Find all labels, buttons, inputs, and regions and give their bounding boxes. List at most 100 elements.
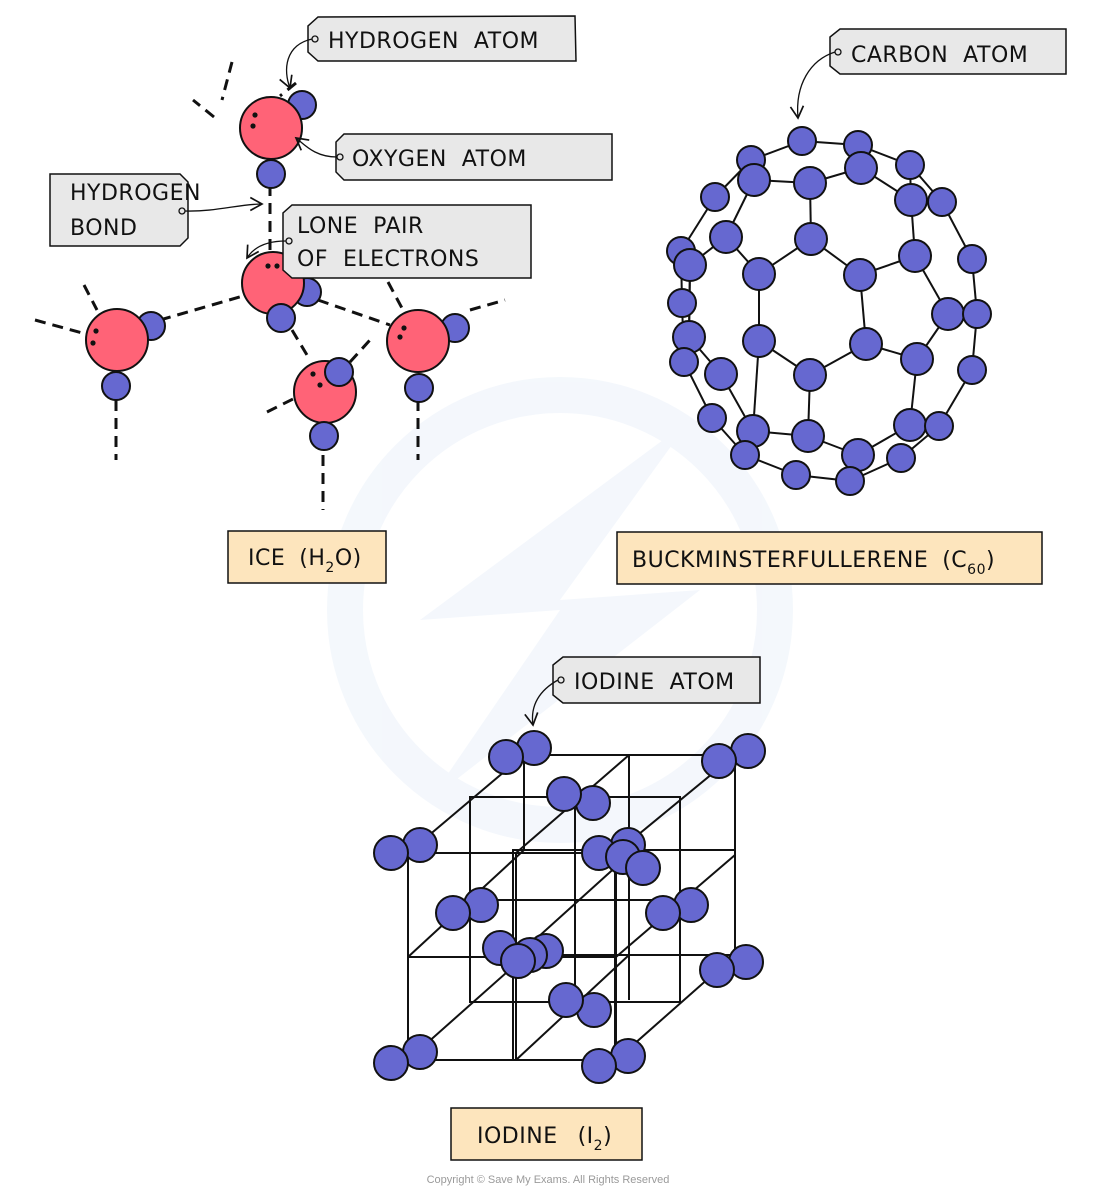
carbon-atom	[794, 222, 828, 256]
iodine-atom	[500, 943, 536, 979]
hydrogen-atom	[324, 357, 354, 387]
carbon-atom	[957, 244, 987, 274]
carbon-atom	[793, 358, 827, 392]
lone-pair-electron	[274, 263, 280, 269]
carbon-atom	[742, 324, 776, 358]
carbon-atom	[931, 297, 965, 331]
carbon-atom	[709, 220, 743, 254]
caption-iodine: IODINE(I2)	[450, 1107, 643, 1161]
carbon-atom	[667, 288, 697, 318]
label-carbon-atom: CARBON ATOM	[789, 28, 1067, 120]
carbon-atom	[793, 166, 827, 200]
iodine-atom	[581, 1048, 617, 1084]
label-hydrogen-bond: HYDROGEN BOND	[49, 173, 264, 247]
carbon-atom	[737, 163, 771, 197]
ice-structure	[34, 61, 506, 510]
iodine-atom	[548, 982, 584, 1018]
carbon-atom	[895, 150, 925, 180]
carbon-atom	[697, 403, 727, 433]
hydrogen-atom	[309, 421, 339, 451]
iodine-molecule	[581, 1038, 646, 1084]
water-molecule	[241, 251, 322, 333]
label-iodine-atom: IODINE ATOM	[524, 656, 761, 727]
label-lone-pair-line2: OF ELECTRONS	[297, 247, 479, 272]
lone-pair-electron	[250, 123, 256, 129]
label-hydrogen-bond-line1: HYDROGEN	[70, 181, 201, 206]
caption-iodine-text: IODINE(I2)	[477, 1124, 612, 1154]
iodine-molecule	[373, 827, 438, 871]
label-hydrogen-atom: HYDROGEN ATOM	[279, 15, 577, 90]
carbon-atom	[924, 411, 954, 441]
iodine-molecule	[645, 887, 709, 931]
carbon-atom	[669, 347, 699, 377]
lone-pair-electron	[265, 263, 271, 269]
hydrogen-atom	[266, 303, 296, 333]
lone-pair-electron	[397, 334, 403, 340]
caption-ice: ICE(H2O)	[227, 530, 387, 584]
carbon-atom	[730, 440, 760, 470]
iodine-atom	[701, 743, 737, 779]
oxygen-atom	[85, 308, 149, 372]
carbon-atom	[957, 355, 987, 385]
iodine-atom	[435, 895, 471, 931]
water-molecule	[386, 309, 470, 403]
carbon-atom	[742, 257, 776, 291]
iodine-atom	[488, 739, 524, 775]
carbon-atom	[835, 466, 865, 496]
iodine-molecule	[435, 887, 499, 931]
label-oxygen-atom: OXYGEN ATOM	[294, 133, 613, 181]
label-hydrogen-atom-text: HYDROGEN ATOM	[328, 29, 539, 54]
hydrogen-bonds	[34, 61, 506, 510]
carbon-atom	[898, 239, 932, 273]
lone-pair-electron	[310, 371, 316, 377]
caption-buckminsterfullerene: BUCKMINSTERFULLERENE(C60)	[616, 531, 1043, 585]
iodine-molecule	[699, 944, 764, 988]
label-carbon-atom-text: CARBON ATOM	[851, 43, 1028, 68]
oxygen-atom	[386, 309, 450, 373]
carbon-atom	[962, 299, 992, 329]
carbon-atom	[700, 182, 730, 212]
buckminsterfullerene-structure	[666, 126, 992, 496]
iodine-atom	[699, 952, 735, 988]
carbon-atom	[704, 357, 738, 391]
iodine-atom	[645, 895, 681, 931]
lone-pair-electron	[93, 328, 99, 334]
hydrogen-atom	[256, 159, 286, 189]
carbon-atom	[781, 460, 811, 490]
hydrogen-atom	[101, 371, 131, 401]
iodine-molecule	[488, 730, 552, 775]
iodine-atom	[546, 776, 582, 812]
copyright-notice: Copyright © Save My Exams. All Rights Re…	[427, 1174, 670, 1186]
iodine-molecule	[373, 1034, 438, 1081]
iodine-molecule	[701, 733, 766, 779]
label-lone-pair-line1: LONE PAIR	[297, 214, 424, 239]
iodine-atom	[373, 835, 409, 871]
iodine-molecule	[605, 839, 661, 886]
label-lone-pair: LONE PAIR OF ELECTRONS	[246, 204, 532, 279]
carbon-atom	[844, 151, 878, 185]
caption-buckminsterfullerene-text: BUCKMINSTERFULLERENE(C60)	[632, 548, 995, 578]
carbon-atom	[841, 438, 875, 472]
carbon-atom	[893, 408, 927, 442]
carbon-atom	[927, 187, 957, 217]
label-iodine-atom-text: IODINE ATOM	[574, 670, 735, 695]
iodine-atom	[625, 850, 661, 886]
label-oxygen-atom-text: OXYGEN ATOM	[352, 147, 527, 172]
lone-pair-electron	[252, 112, 258, 118]
water-molecule	[239, 90, 317, 189]
carbon-atom	[849, 327, 883, 361]
carbon-atom	[886, 443, 916, 473]
carbon-atom	[787, 126, 817, 156]
iodine-structure	[373, 730, 766, 1084]
carbon-atom	[900, 342, 934, 376]
lone-pair-electron	[317, 382, 323, 388]
lone-pair-electron	[401, 325, 407, 331]
carbon-atom	[843, 258, 877, 292]
hydrogen-atom	[404, 373, 434, 403]
carbon-atom	[791, 419, 825, 453]
iodine-molecule	[546, 776, 611, 821]
iodine-molecule	[500, 937, 548, 979]
carbon-atom	[673, 248, 707, 282]
caption-ice-text: ICE(H2O)	[248, 546, 362, 576]
